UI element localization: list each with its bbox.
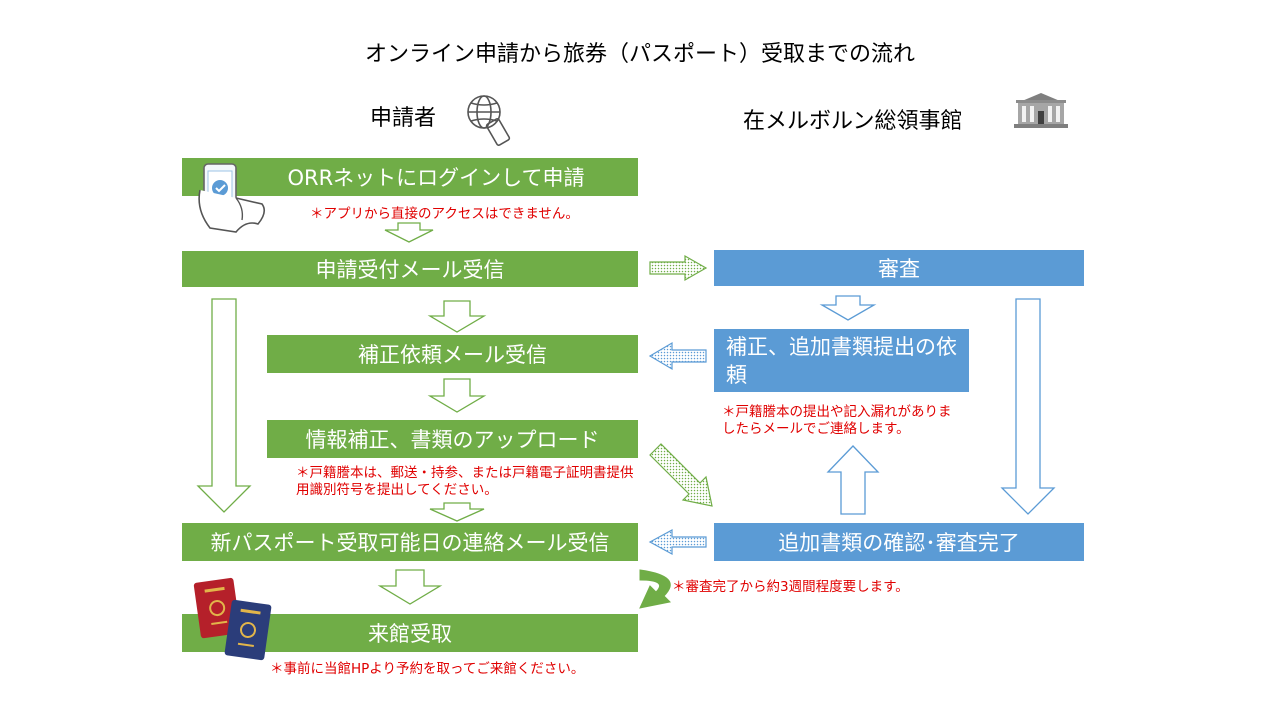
arrow-down-1 (384, 222, 434, 243)
note-app: ＊アプリから直接のアクセスはできません。 (310, 206, 579, 222)
arrow-long-right (1000, 298, 1056, 515)
step-upload: 情報補正、書類のアップロード (267, 420, 638, 458)
step-review: 審査 (714, 250, 1084, 286)
note-reservation: ＊事前に当館HPより予約を取ってご来館ください。 (270, 661, 585, 677)
arrow-to-pickup-mail (648, 528, 707, 556)
arrow-down-2 (427, 300, 487, 333)
smartphone-hand-icon (198, 163, 266, 233)
arrow-review-down (819, 295, 877, 321)
arrow-up (826, 445, 880, 515)
note-koseki: ＊戸籍謄本は、郵送・持参、または戸籍電子証明書提供用識別符号を提出してください。 (296, 465, 634, 498)
page-title: オンライン申請から旅券（パスポート）受取までの流れ (364, 42, 915, 67)
step-confirm: 追加書類の確認･審査完了 (714, 523, 1084, 561)
note-weeks: ＊審査完了から約3週間程度要します。 (672, 579, 909, 595)
arrow-to-correction (648, 341, 707, 371)
arrow-diagonal (649, 443, 713, 507)
note-missing: ＊戸籍謄本の提出や記入漏れがありましたらメールでご連絡します。 (722, 404, 952, 437)
step-pickup-mail: 新パスポート受取可能日の連絡メール受信 (182, 523, 638, 561)
arrow-down-4 (429, 502, 485, 522)
passport-icon (193, 577, 272, 661)
step-request: 補正、追加書類提出の依頼 (714, 329, 969, 392)
arrow-down-5 (377, 569, 443, 605)
consulate-header: 在メルボルン総領事館 (743, 109, 963, 134)
step-receipt-mail: 申請受付メール受信 (182, 251, 638, 287)
arrow-to-review (649, 254, 708, 282)
applicant-header: 申請者 (370, 106, 437, 131)
arrow-long-left (196, 298, 252, 513)
arrow-down-3 (427, 378, 487, 413)
globe-touch-icon (467, 95, 511, 146)
arrow-curved (639, 569, 672, 609)
step-login: ORRネットにログインして申請 (182, 158, 638, 196)
consulate-building-icon (1014, 93, 1068, 128)
step-correction-mail: 補正依頼メール受信 (267, 335, 638, 373)
